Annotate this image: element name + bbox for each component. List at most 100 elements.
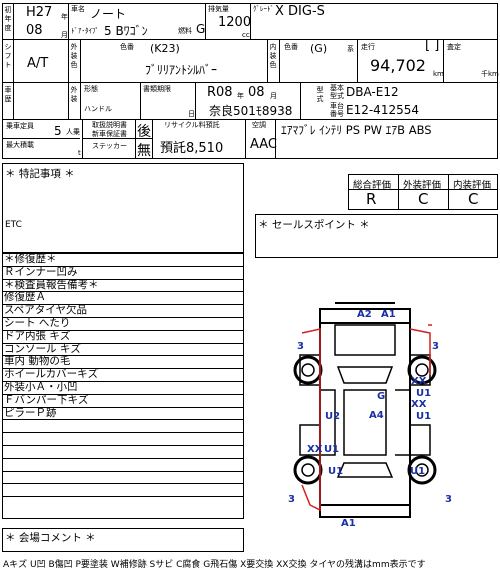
load-unit: t <box>78 149 81 157</box>
car-name-label: 車名 <box>71 5 85 13</box>
inspection-year: R08 <box>207 85 233 100</box>
repair-list-item: Ｒインナー凹み <box>4 265 78 278</box>
color-code: (K23) <box>150 42 180 55</box>
plate-number: 奈良501ﾓ8938 <box>209 104 293 118</box>
door-label: ﾄﾞｱ･ﾀｲﾌﾟ <box>71 27 99 35</box>
exterior-color-label: 外装色 <box>70 43 78 69</box>
model-type-label: 基本型式 <box>330 84 344 100</box>
appraisal-unit: 千km <box>481 70 499 78</box>
mark-tire-fr: 3 <box>432 341 439 352</box>
mark-u1-door: U1 <box>416 411 432 422</box>
venue-comment-title: ＊ 会場コメント ＊ <box>5 532 96 544</box>
repair-list-item: ドア内張 キズ <box>4 329 71 342</box>
chassis-label: 車台番号 <box>330 102 344 118</box>
repair-row-divider <box>2 355 244 357</box>
mileage: 94,702 <box>370 56 426 75</box>
fuel-label: 燃料 <box>178 27 192 35</box>
mark-a1-front: A1 <box>381 309 396 320</box>
score-box <box>348 174 498 210</box>
mileage-bracket: [ ] <box>425 38 440 53</box>
recycle-deposit: 預託8,510 <box>160 141 224 156</box>
aircon: AAC <box>250 137 277 152</box>
inspection-month-mark: 月 <box>270 92 277 100</box>
capacity: 5 <box>54 124 62 138</box>
interior-suffix: 系 <box>347 45 354 53</box>
grade: X DIG-S <box>275 4 325 19</box>
model-type: DBA-E12 <box>346 85 399 99</box>
shift: A/T <box>27 56 49 71</box>
mark-xx-left: XX <box>307 444 323 455</box>
color-code-label: 色番 <box>120 43 134 51</box>
exterior-score: C <box>418 190 429 208</box>
mileage-unit: km <box>433 70 444 78</box>
special-notes-text: ETC <box>5 220 22 230</box>
manual-value: 後 <box>137 124 151 140</box>
damage-legend: Aキズ U凹 B傷凹 P要塗装 W補修跡 Sサビ C腐食 G飛石傷 X要交換 X… <box>3 560 426 570</box>
first-reg-month: 08 <box>26 23 43 38</box>
equipment-list: ｴｱﾏﾌﾞﾚ ｲﾝﾃﾘ PS PW ｴｱB ABS <box>281 123 432 137</box>
overall-score-label: 総合評価 <box>353 180 392 191</box>
displacement-label: 排気量 <box>208 5 229 13</box>
repair-row-divider <box>2 496 244 498</box>
repair-row-divider <box>2 278 244 280</box>
mark-u1-rear-right: U1 <box>410 466 426 477</box>
first-reg-year: H27 <box>26 5 53 20</box>
docs-day-mark: 日 <box>188 110 195 118</box>
fuel-type: G <box>196 22 206 36</box>
repair-list-item: ＊検査員報告備考＊ <box>4 278 99 291</box>
inspection-month: 08 <box>248 85 265 100</box>
repair-list-box <box>2 253 244 519</box>
interior-score: C <box>468 190 479 208</box>
mark-u2: U2 <box>325 411 341 422</box>
car-history-label: 車歴 <box>4 86 12 103</box>
repair-row-divider <box>2 393 244 395</box>
recycle-label: リサイクル料預託 <box>164 121 220 129</box>
repair-row-divider <box>2 342 244 344</box>
mark-g-roof: G <box>377 391 386 402</box>
month-suffix: 月 <box>61 31 68 39</box>
door-type: 5 Bﾜｺﾞﾝ <box>104 24 148 38</box>
shift-label: シフト <box>4 43 12 69</box>
repair-row-divider <box>2 432 244 434</box>
chassis-number: E12-412554 <box>346 103 419 117</box>
inspection-year-mark: 年 <box>237 92 244 100</box>
repair-list-item: ＊修復歴＊ <box>4 253 57 265</box>
repair-list-item: ピラーＰ跡 <box>4 406 57 419</box>
repair-row-divider <box>2 419 244 421</box>
special-notes-title: ＊ 特記事項 ＊ <box>5 168 75 180</box>
max-load-label: 最大積載 <box>6 141 34 149</box>
sticker-label: ステッカー <box>92 142 127 150</box>
mark-u1-rear-left: U1 <box>328 466 344 477</box>
interior-color-label: 内装色 <box>269 43 277 69</box>
repair-list-item: コンソール キズ <box>4 342 81 355</box>
sales-point-box <box>255 214 498 258</box>
repair-row-divider <box>2 457 244 459</box>
year-suffix: 年 <box>61 13 68 21</box>
repair-list-item: ホイールカバーキズ <box>4 368 99 381</box>
sales-point-title: ＊ セールスポイント ＊ <box>258 219 370 231</box>
repair-list-item: シート へたり <box>4 317 71 329</box>
repair-list-item: 外装小Ａ・小凹 <box>4 381 78 393</box>
appraisal-label: 査定 <box>447 43 461 51</box>
displacement-unit: cc <box>242 31 250 39</box>
displacement: 1200 <box>218 15 252 30</box>
venue-comment-box <box>2 528 244 552</box>
model-label: 型式 <box>316 86 324 103</box>
repair-row-divider <box>2 470 244 472</box>
aircon-label: 空調 <box>252 121 266 129</box>
mark-xx-door: XX <box>411 399 427 410</box>
overall-score: R <box>366 190 377 208</box>
repair-row-divider <box>2 304 244 306</box>
special-notes-box <box>2 163 244 253</box>
mark-tire-rr: 3 <box>445 494 452 505</box>
handle-label: ハンドル <box>84 105 112 113</box>
capacity-unit: 人乗 <box>66 128 80 136</box>
mark-u1-left: U1 <box>324 444 340 455</box>
interior-color: (G) <box>310 42 328 55</box>
car-diagram <box>293 302 437 518</box>
mark-tire-rl: 3 <box>288 494 295 505</box>
interior-score-label: 内装評価 <box>453 180 492 191</box>
docs-label: 書類期限 <box>143 85 171 93</box>
exterior-label: 外装 <box>70 86 78 103</box>
repair-row-divider <box>2 329 244 331</box>
